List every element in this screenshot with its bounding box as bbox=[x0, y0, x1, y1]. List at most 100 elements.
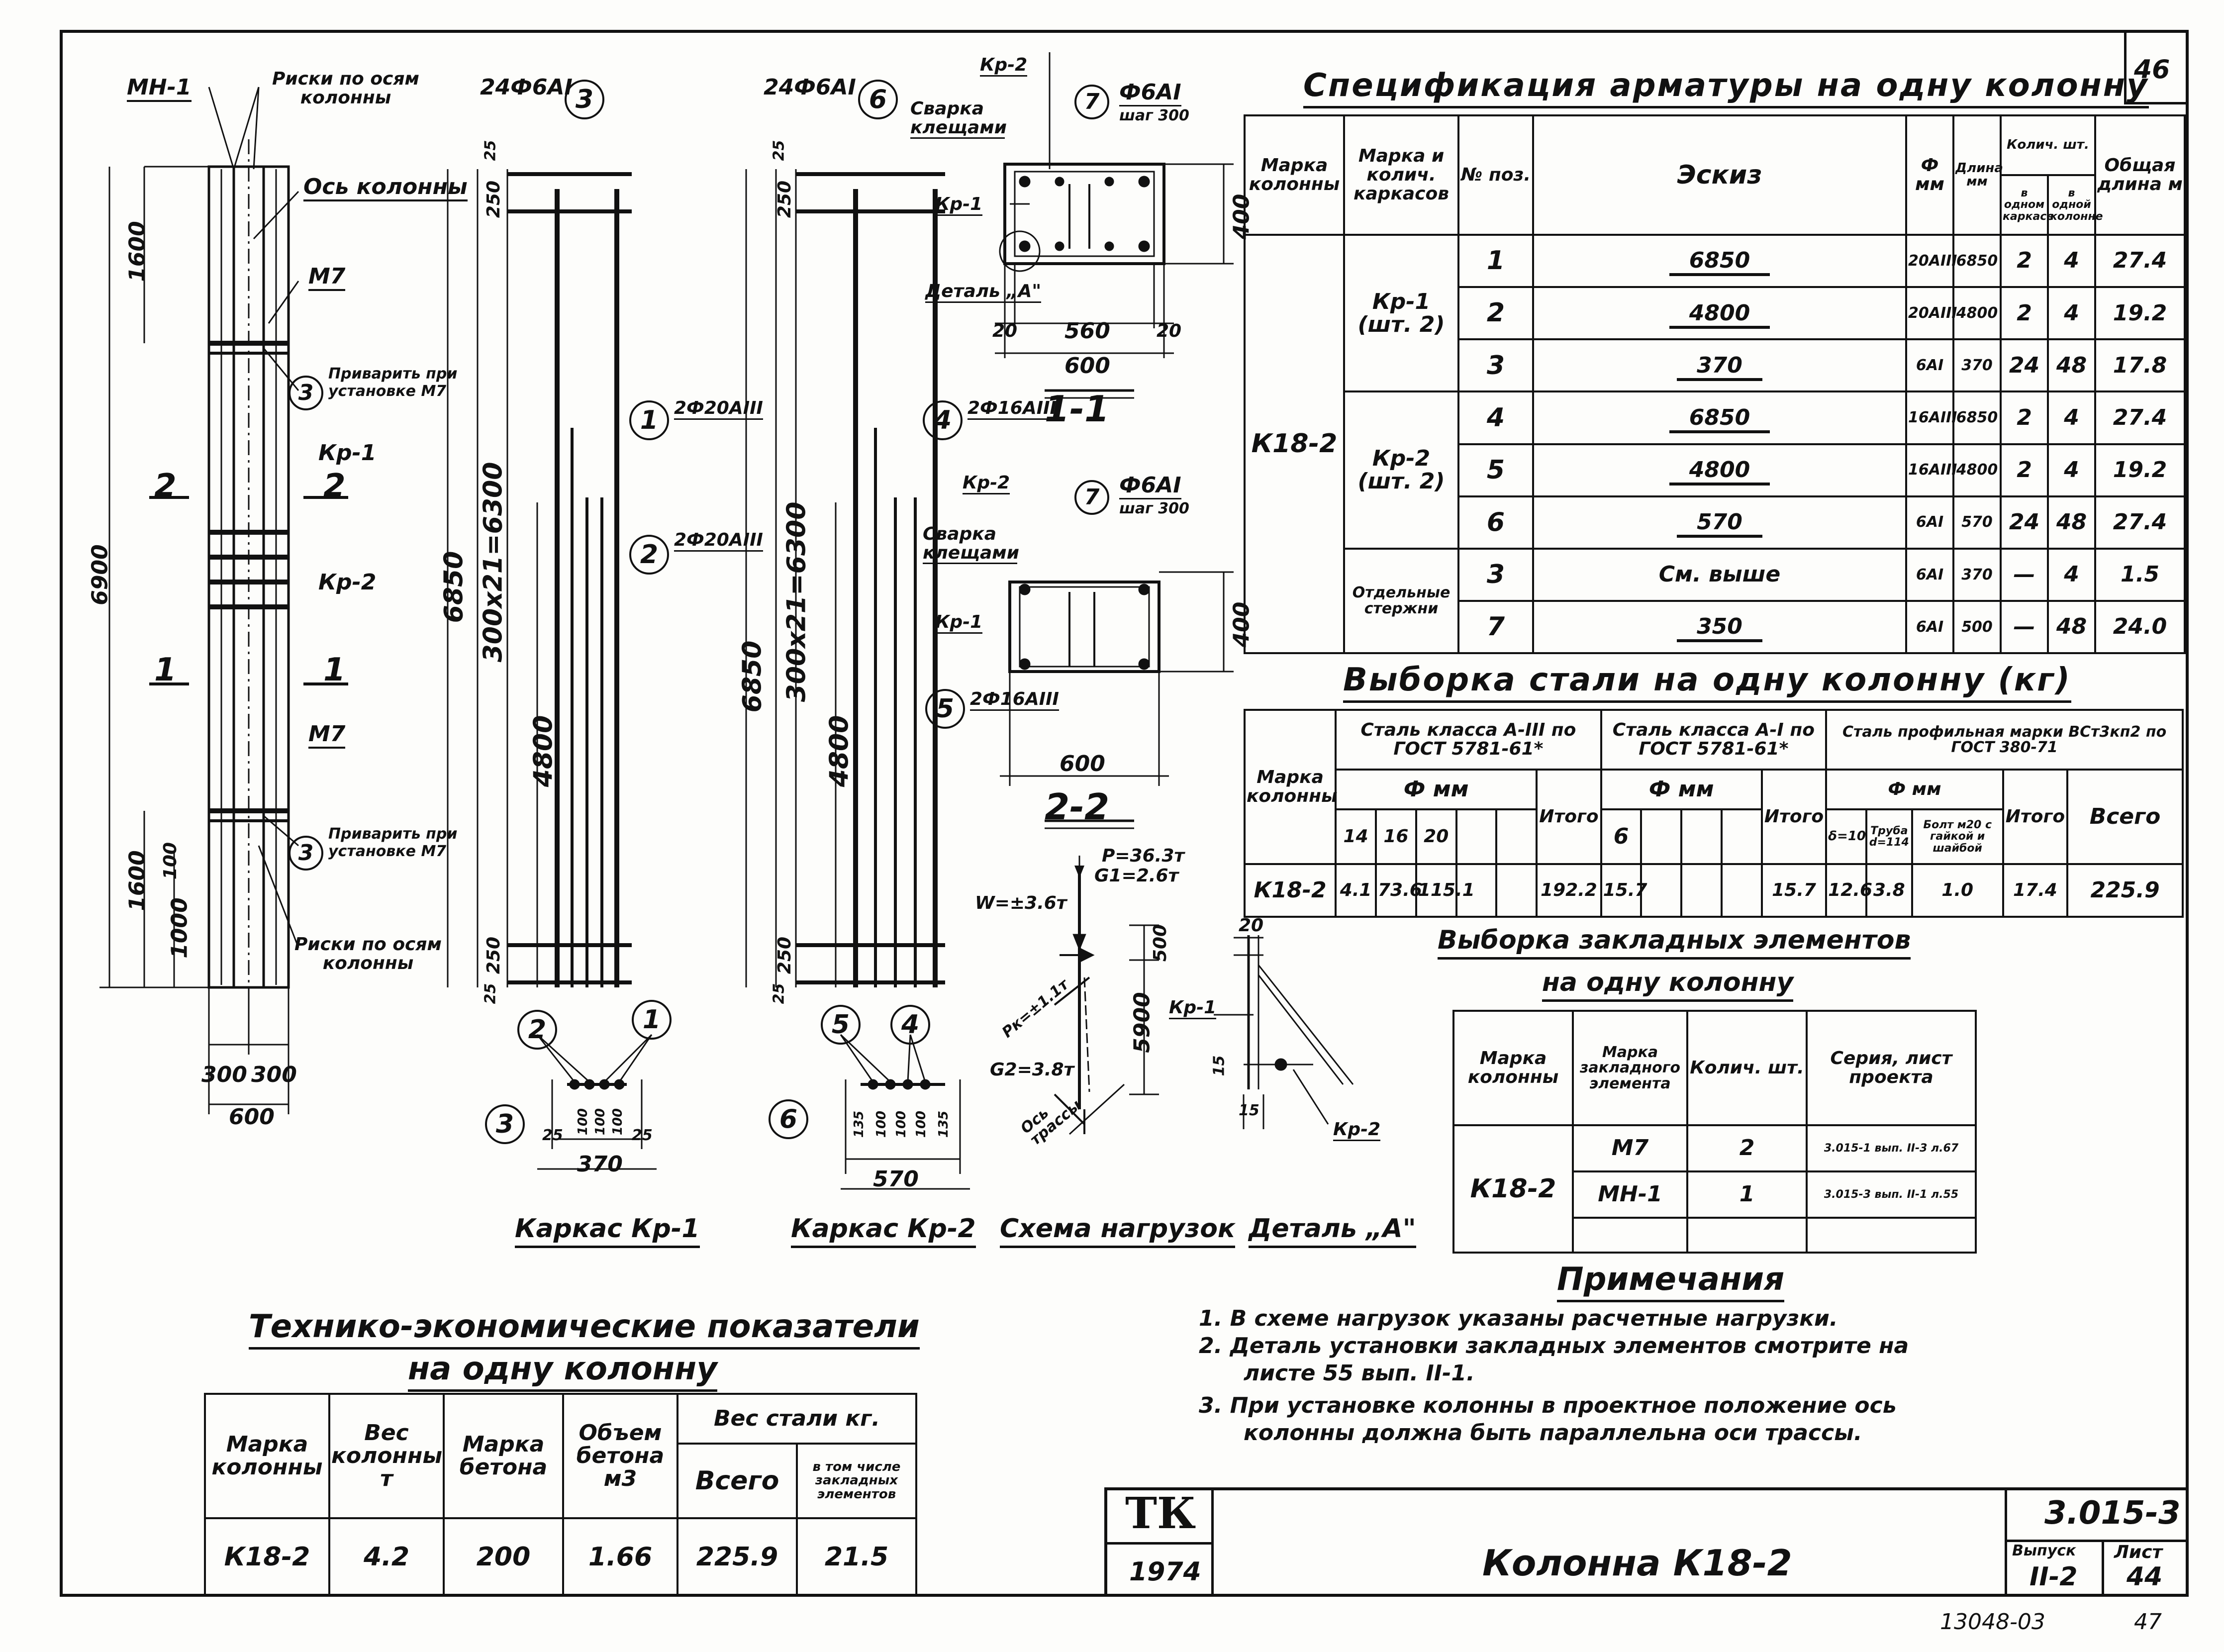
note-2: 2. Деталь установки закладных элементов … bbox=[1199, 1333, 1909, 1359]
cage2-dim-25b: 25 bbox=[770, 983, 788, 1004]
tep-table: Марка колонны Вес колонны т Марка бетона… bbox=[204, 1393, 917, 1597]
cage2-pos4: 4 bbox=[923, 400, 963, 440]
bottom-axis-note: Риски по осям колонны bbox=[294, 934, 442, 973]
tep-title-1: Технико-экономические показатели bbox=[249, 1308, 920, 1350]
spec-sketch-label: 4800 bbox=[1669, 457, 1770, 486]
cage1-pos2-label: 2Ф20АIII bbox=[674, 530, 763, 552]
cage2-pos4-label: 2Ф16АIII bbox=[967, 398, 1057, 420]
cage2-head-label: 24Ф6АI bbox=[764, 75, 856, 100]
s22-weld: Сварка клещами bbox=[923, 524, 1019, 564]
steel-h-20: 20 bbox=[1415, 808, 1457, 865]
spec-dia: 6АI bbox=[1905, 547, 1954, 602]
spec-len: 4800 bbox=[1952, 286, 2002, 341]
spec-dia: 6АI bbox=[1905, 338, 1954, 393]
steel-row-empty bbox=[1680, 863, 1723, 918]
spec-total: 27.4 bbox=[2094, 233, 2186, 289]
steel-h-6: 6 bbox=[1600, 808, 1643, 865]
load-dim-5900: 5900 bbox=[1129, 992, 1155, 1053]
spec-h-qty: Колич. шт. bbox=[2000, 114, 2096, 176]
title-block-series-divider bbox=[2005, 1540, 2189, 1542]
tep-h-steel: Вес стали кг. bbox=[677, 1393, 917, 1445]
spec-total: 19.2 bbox=[2094, 443, 2186, 497]
emb-column: К18-2 bbox=[1452, 1124, 1574, 1254]
embedded-table: Марка колонны Марка закладного элемента … bbox=[1452, 1010, 1977, 1254]
title-block-issue-divider bbox=[2102, 1540, 2104, 1597]
spec-sketch-label: 6850 bbox=[1669, 404, 1770, 433]
spec-qty-col: 4 bbox=[2047, 547, 2096, 602]
emb-empty bbox=[1806, 1217, 1977, 1254]
cage2-caption: Каркас Кр-2 bbox=[791, 1214, 976, 1248]
steel-row-16: 73.6 bbox=[1375, 863, 1422, 918]
steel-h-empty bbox=[1721, 808, 1763, 865]
spec-h-qty-col: в одной колонне bbox=[2047, 174, 2103, 236]
spec-total: 1.5 bbox=[2094, 547, 2186, 602]
steel-h-vsego: Всего bbox=[2066, 769, 2184, 865]
spec-qty-col: 4 bbox=[2047, 390, 2096, 445]
emb-series: 3.015-3 вып. II-1 л.55 bbox=[1806, 1170, 1977, 1219]
steel-h-empty bbox=[1455, 808, 1498, 865]
spec-sketch-label: См. выше bbox=[1532, 547, 1907, 602]
spec-group-kr2: Кр-2 (шт. 2) bbox=[1343, 390, 1459, 550]
mn1-label: МН-1 bbox=[127, 75, 192, 102]
dim-600: 600 bbox=[229, 1104, 275, 1130]
cage1-pos1: 1 bbox=[629, 400, 669, 440]
s11-d20a: 20 bbox=[992, 321, 1018, 341]
cage2-bdim-100b: 100 bbox=[894, 1110, 909, 1138]
s22-step: шаг 300 bbox=[1119, 500, 1189, 517]
spec-total: 17.8 bbox=[2094, 338, 2186, 393]
dim-300-b: 300 bbox=[251, 1062, 297, 1087]
tep-title-2: на одну колонну bbox=[408, 1351, 717, 1392]
spec-pos: 5 bbox=[1457, 443, 1534, 497]
emb-qty: 1 bbox=[1686, 1170, 1808, 1219]
spec-total: 24.0 bbox=[2094, 599, 2186, 655]
load-caption: Схема нагрузок bbox=[1000, 1214, 1236, 1248]
cage2-bottom-pos-4: 4 bbox=[890, 1005, 930, 1045]
load-g2: G2=3.8т bbox=[990, 1060, 1074, 1080]
steel-h-dia-a1: Ф мм bbox=[1600, 769, 1763, 810]
spec-qty-cage: 24 bbox=[2000, 338, 2049, 393]
spec-qty-cage: 2 bbox=[2000, 443, 2049, 497]
s11-kr1: Кр-1 bbox=[935, 194, 983, 216]
steel-h-plate: δ=10 bbox=[1825, 808, 1867, 865]
spec-group-loose: Отдельные стержни bbox=[1343, 547, 1459, 655]
spec-pos: 6 bbox=[1457, 495, 1534, 550]
cage1-dim-6850: 6850 bbox=[439, 551, 469, 623]
steel-h-a3: Сталь класса А-III по ГОСТ 5781-61* bbox=[1335, 709, 1602, 771]
spec-total: 27.4 bbox=[2094, 390, 2186, 445]
weld-note-bottom: Приварить при установке М7 bbox=[328, 825, 458, 860]
cage1-bdim-100b: 100 bbox=[593, 1108, 608, 1136]
spec-qty-cage: — bbox=[2000, 599, 2049, 655]
tep-h-incl: в том числе закладных элементов bbox=[796, 1443, 917, 1519]
archive-number: 13048-03 bbox=[1940, 1609, 2045, 1635]
steel-h-bolt: Болт м20 с гайкой и шайбой bbox=[1911, 808, 2004, 865]
cage2-bdim-100a: 100 bbox=[874, 1110, 889, 1138]
steel-row-empty bbox=[1455, 863, 1498, 918]
cage2-bottom-total: 570 bbox=[873, 1166, 919, 1192]
cage2-bdim-135b: 135 bbox=[936, 1110, 952, 1138]
dim-100: 100 bbox=[160, 842, 181, 880]
spec-total: 19.2 bbox=[2094, 286, 2186, 341]
spec-dia: 16АIII bbox=[1905, 443, 1957, 497]
spec-dia: 20АIII bbox=[1905, 286, 1957, 341]
weld-note-top: Приварить при установке М7 bbox=[328, 365, 458, 400]
embedded-title-2: на одну колонну bbox=[1542, 968, 1794, 1002]
steel-row-6: 15.7 bbox=[1600, 863, 1647, 918]
s11-d20b: 20 bbox=[1157, 321, 1182, 341]
steel-h-empty bbox=[1495, 808, 1538, 865]
tep-h-volume: Объем бетона м3 bbox=[562, 1393, 678, 1519]
section2-left: 2 bbox=[154, 468, 177, 504]
spec-sketch: 4800 bbox=[1532, 443, 1907, 497]
steel-row-total: 225.9 bbox=[2066, 863, 2184, 918]
spec-sketch-label: 370 bbox=[1677, 352, 1762, 381]
sheet-label: Лист bbox=[2114, 1542, 2163, 1562]
tep-row-concrete: 200 bbox=[443, 1517, 564, 1597]
sheet-number: 44 bbox=[2127, 1562, 2163, 1592]
cage2-dim-250: 250 bbox=[774, 180, 795, 218]
dim-300-a: 300 bbox=[201, 1062, 247, 1087]
cage1-dim-25: 25 bbox=[482, 140, 499, 161]
pos3-circle-top: 3 bbox=[289, 376, 323, 410]
steel-row-itogo-prof: 17.4 bbox=[2002, 863, 2069, 918]
spec-sketch-label: 6850 bbox=[1669, 248, 1770, 277]
steel-title: Выборка стали на одну колонну (кг) bbox=[1343, 662, 2071, 703]
